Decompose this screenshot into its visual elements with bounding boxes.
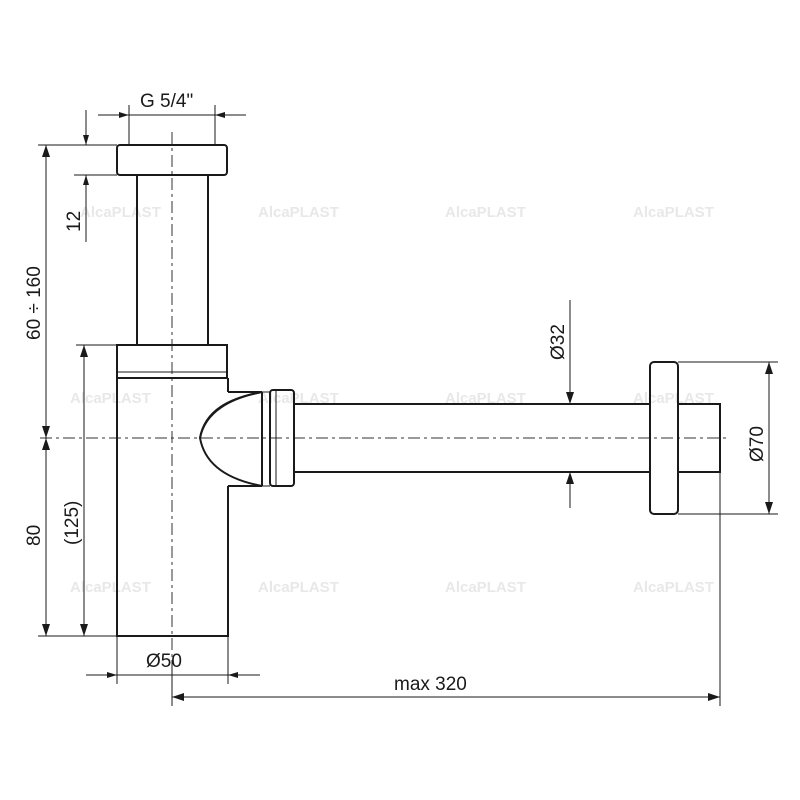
watermark: AlcaPLAST <box>445 204 526 221</box>
watermark: AlcaPLAST <box>445 579 526 596</box>
watermark: AlcaPLAST <box>633 204 714 221</box>
max-length-label: max 320 <box>394 674 467 695</box>
nut-height-label: 12 <box>64 211 85 232</box>
siphon-body <box>116 344 229 637</box>
watermark: AlcaPLAST <box>80 204 161 221</box>
nut-height-dimension: 12 <box>64 110 117 242</box>
watermark: AlcaPLAST <box>633 579 714 596</box>
outlet-height-dimension: 80 <box>24 438 117 637</box>
flange-diameter-dimension: Ø70 <box>678 361 778 515</box>
pipe-diameter-dimension: Ø32 <box>548 300 574 508</box>
watermark: AlcaPLAST <box>258 579 339 596</box>
body-height-label: (125) <box>62 501 83 545</box>
outlet-height-label: 80 <box>24 525 45 546</box>
watermark: AlcaPLAST <box>258 390 339 407</box>
height-range-label: 60 ÷ 160 <box>24 266 45 340</box>
watermark: AlcaPLAST <box>445 390 526 407</box>
height-range-dimension: 60 ÷ 160 <box>24 144 117 438</box>
body-diameter-label: Ø50 <box>146 651 182 672</box>
watermark: AlcaPLAST <box>70 579 151 596</box>
wall-pipe-stub <box>677 403 721 473</box>
thread-label: G 5/4" <box>140 91 193 112</box>
pipe-diameter-label: Ø32 <box>548 324 569 360</box>
flange-diameter-label: Ø70 <box>747 426 768 462</box>
body-diameter-dimension: Ø50 <box>86 636 260 684</box>
watermark: AlcaPLAST <box>633 390 714 407</box>
top-cap-nut <box>116 144 228 176</box>
watermark: AlcaPLAST <box>258 204 339 221</box>
thread-dimension: G 5/4" <box>98 91 246 145</box>
outlet-coupling-nut <box>262 389 295 487</box>
outlet-elbow <box>198 391 263 487</box>
watermark-group: AlcaPLAST AlcaPLAST AlcaPLAST AlcaPLAST … <box>70 204 714 596</box>
watermark: AlcaPLAST <box>70 390 151 407</box>
body-height-dimension: (125) <box>62 344 117 636</box>
max-length-dimension: max 320 <box>171 472 721 706</box>
